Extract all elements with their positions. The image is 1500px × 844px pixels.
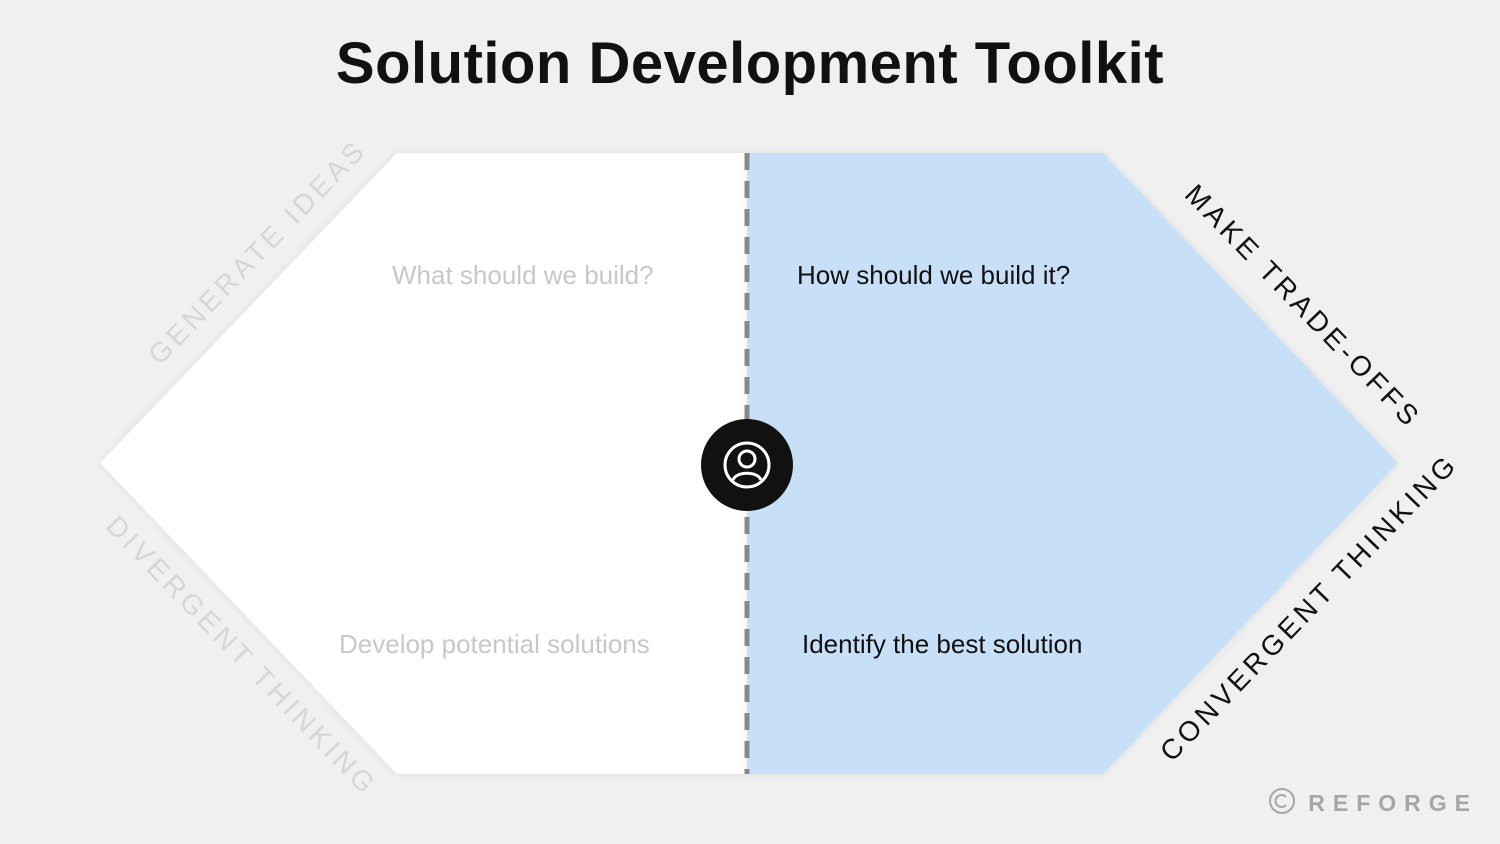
page-title: Solution Development Toolkit	[335, 31, 1165, 96]
brand-logo: REFORGE	[1268, 787, 1478, 820]
right-question: How should we build it?	[797, 260, 1071, 290]
right-task: Identify the best solution	[802, 629, 1083, 659]
left-question: What should we build?	[392, 260, 654, 290]
left-half-shape	[100, 153, 747, 774]
right-half-shape	[747, 153, 1398, 774]
copyright-icon	[1268, 787, 1296, 820]
user-circle-icon	[701, 419, 793, 511]
brand-name: REFORGE	[1308, 790, 1478, 816]
left-task: Develop potential solutions	[339, 629, 650, 659]
